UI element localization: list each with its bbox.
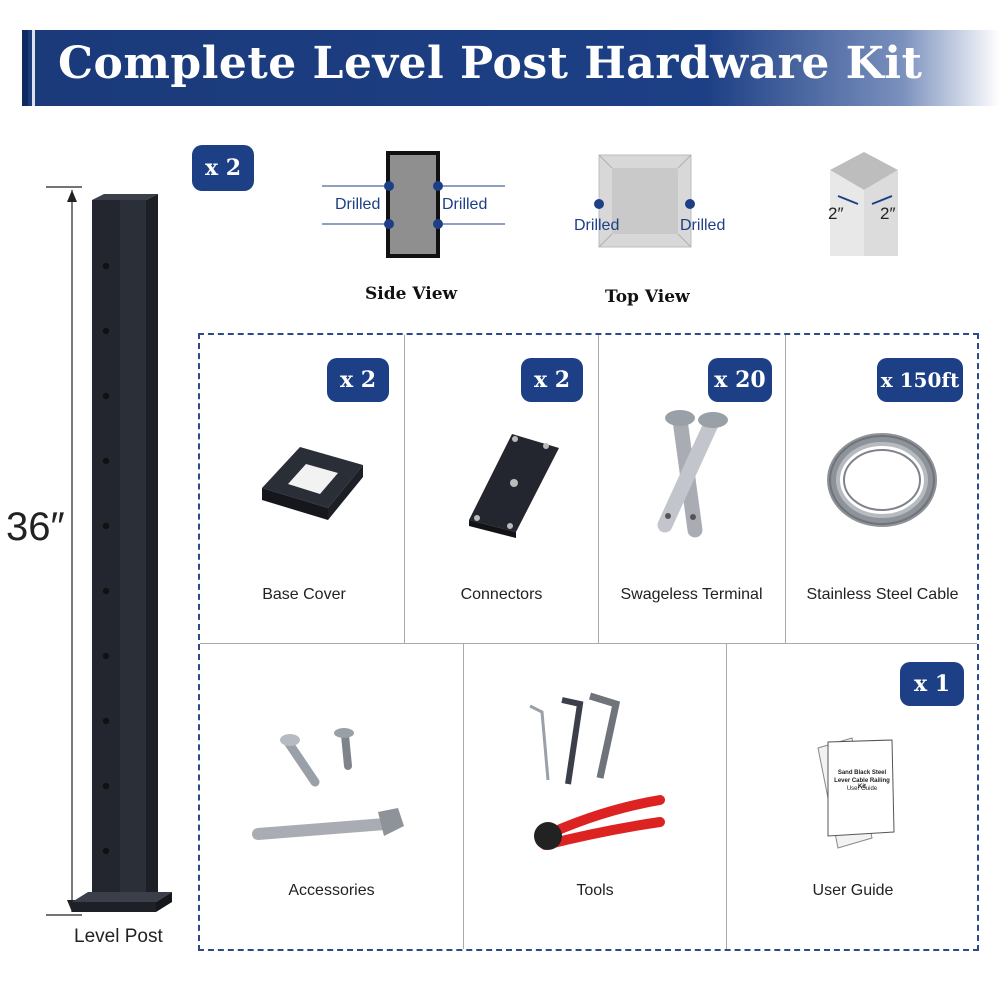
post-caption: Level Post [74,926,163,947]
post-holes [102,262,110,855]
tools-caption: Tools [576,882,614,899]
grid-col-divider [404,335,405,643]
post-hole [102,717,110,725]
page-title: Complete Level Post Hardware Kit [58,38,923,89]
grid-col-divider [598,335,599,643]
user-guide-qty-badge: x 1 [900,662,964,706]
top-view-label: Top View [605,287,690,307]
grid-col-divider [785,335,786,643]
top-view-right-mark: Drilled [680,217,726,234]
terminal-qty-badge: x 20 [708,358,772,402]
side-view-left-mark: Drilled [335,196,381,213]
kit-items-grid [198,333,979,951]
banner-accent-bar [22,30,28,106]
post-hole [102,782,110,790]
accessories-caption: Accessories [288,882,375,899]
user-guide-cover-line3: User Guide [846,786,878,792]
top-view-left-mark: Drilled [574,217,620,234]
cube-right-dimension: 2″ [880,204,896,223]
grid-row-divider [200,643,977,644]
grid-col-divider [463,644,464,949]
post-hole [102,392,110,400]
user-guide-caption: User Guide [812,882,894,899]
post-hole [102,847,110,855]
base-cover-caption: Base Cover [262,586,346,603]
cube-left-dimension: 2″ [828,204,844,223]
title-banner [22,30,1000,106]
post-hole [102,327,110,335]
cable-caption: Stainless Steel Cable [806,586,959,603]
user-guide-cover-line1: Sand Black Steel [837,770,887,776]
post-hole [102,587,110,595]
swageless-terminal-caption: Swageless Terminal [620,586,763,603]
post-height-dimension: 36″ [6,505,65,549]
base-cover-qty-badge: x 2 [327,358,389,402]
post-hole [102,652,110,660]
post-hole [102,522,110,530]
grid-col-divider [726,644,727,949]
side-view-label: Side View [365,284,458,304]
cable-qty-badge: x 150ft [877,358,963,402]
side-view-right-mark: Drilled [442,196,488,213]
connectors-qty-badge: x 2 [521,358,583,402]
user-guide-cover-line2: Lever Cable Railing Kit [834,778,890,790]
post-hole [102,457,110,465]
post-qty-badge: x 2 [192,145,254,191]
connectors-caption: Connectors [460,586,543,603]
post-illustration [46,186,172,916]
level-post-figure: 36″ Level Post [0,150,190,970]
post-hole [102,262,110,270]
banner-accent-stripe [32,30,35,106]
